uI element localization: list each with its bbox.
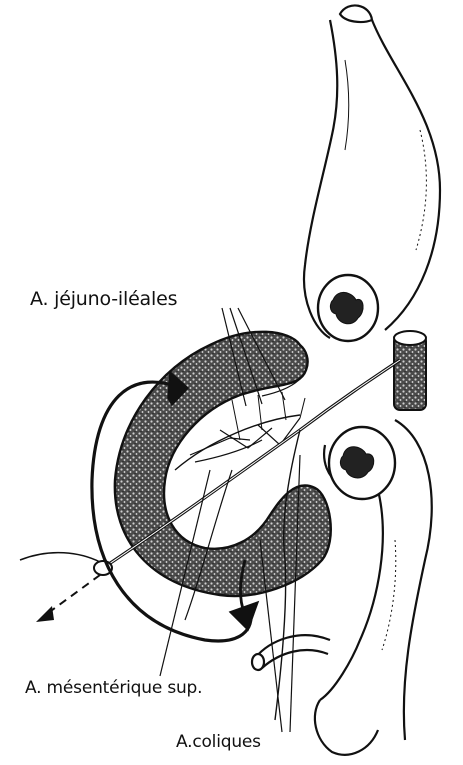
label-jejuno-ileales: A. jéjuno-iléales bbox=[30, 288, 177, 310]
label-mesenterique-sup: A. mésentérique sup. bbox=[25, 678, 202, 698]
label-coliques: A.coliques bbox=[176, 732, 261, 752]
upper-cut-end bbox=[318, 275, 378, 341]
direction-arrow bbox=[20, 553, 100, 622]
lower-cut-end bbox=[329, 427, 395, 499]
small-intestine-loop bbox=[115, 332, 331, 596]
colon-stump bbox=[394, 331, 426, 410]
